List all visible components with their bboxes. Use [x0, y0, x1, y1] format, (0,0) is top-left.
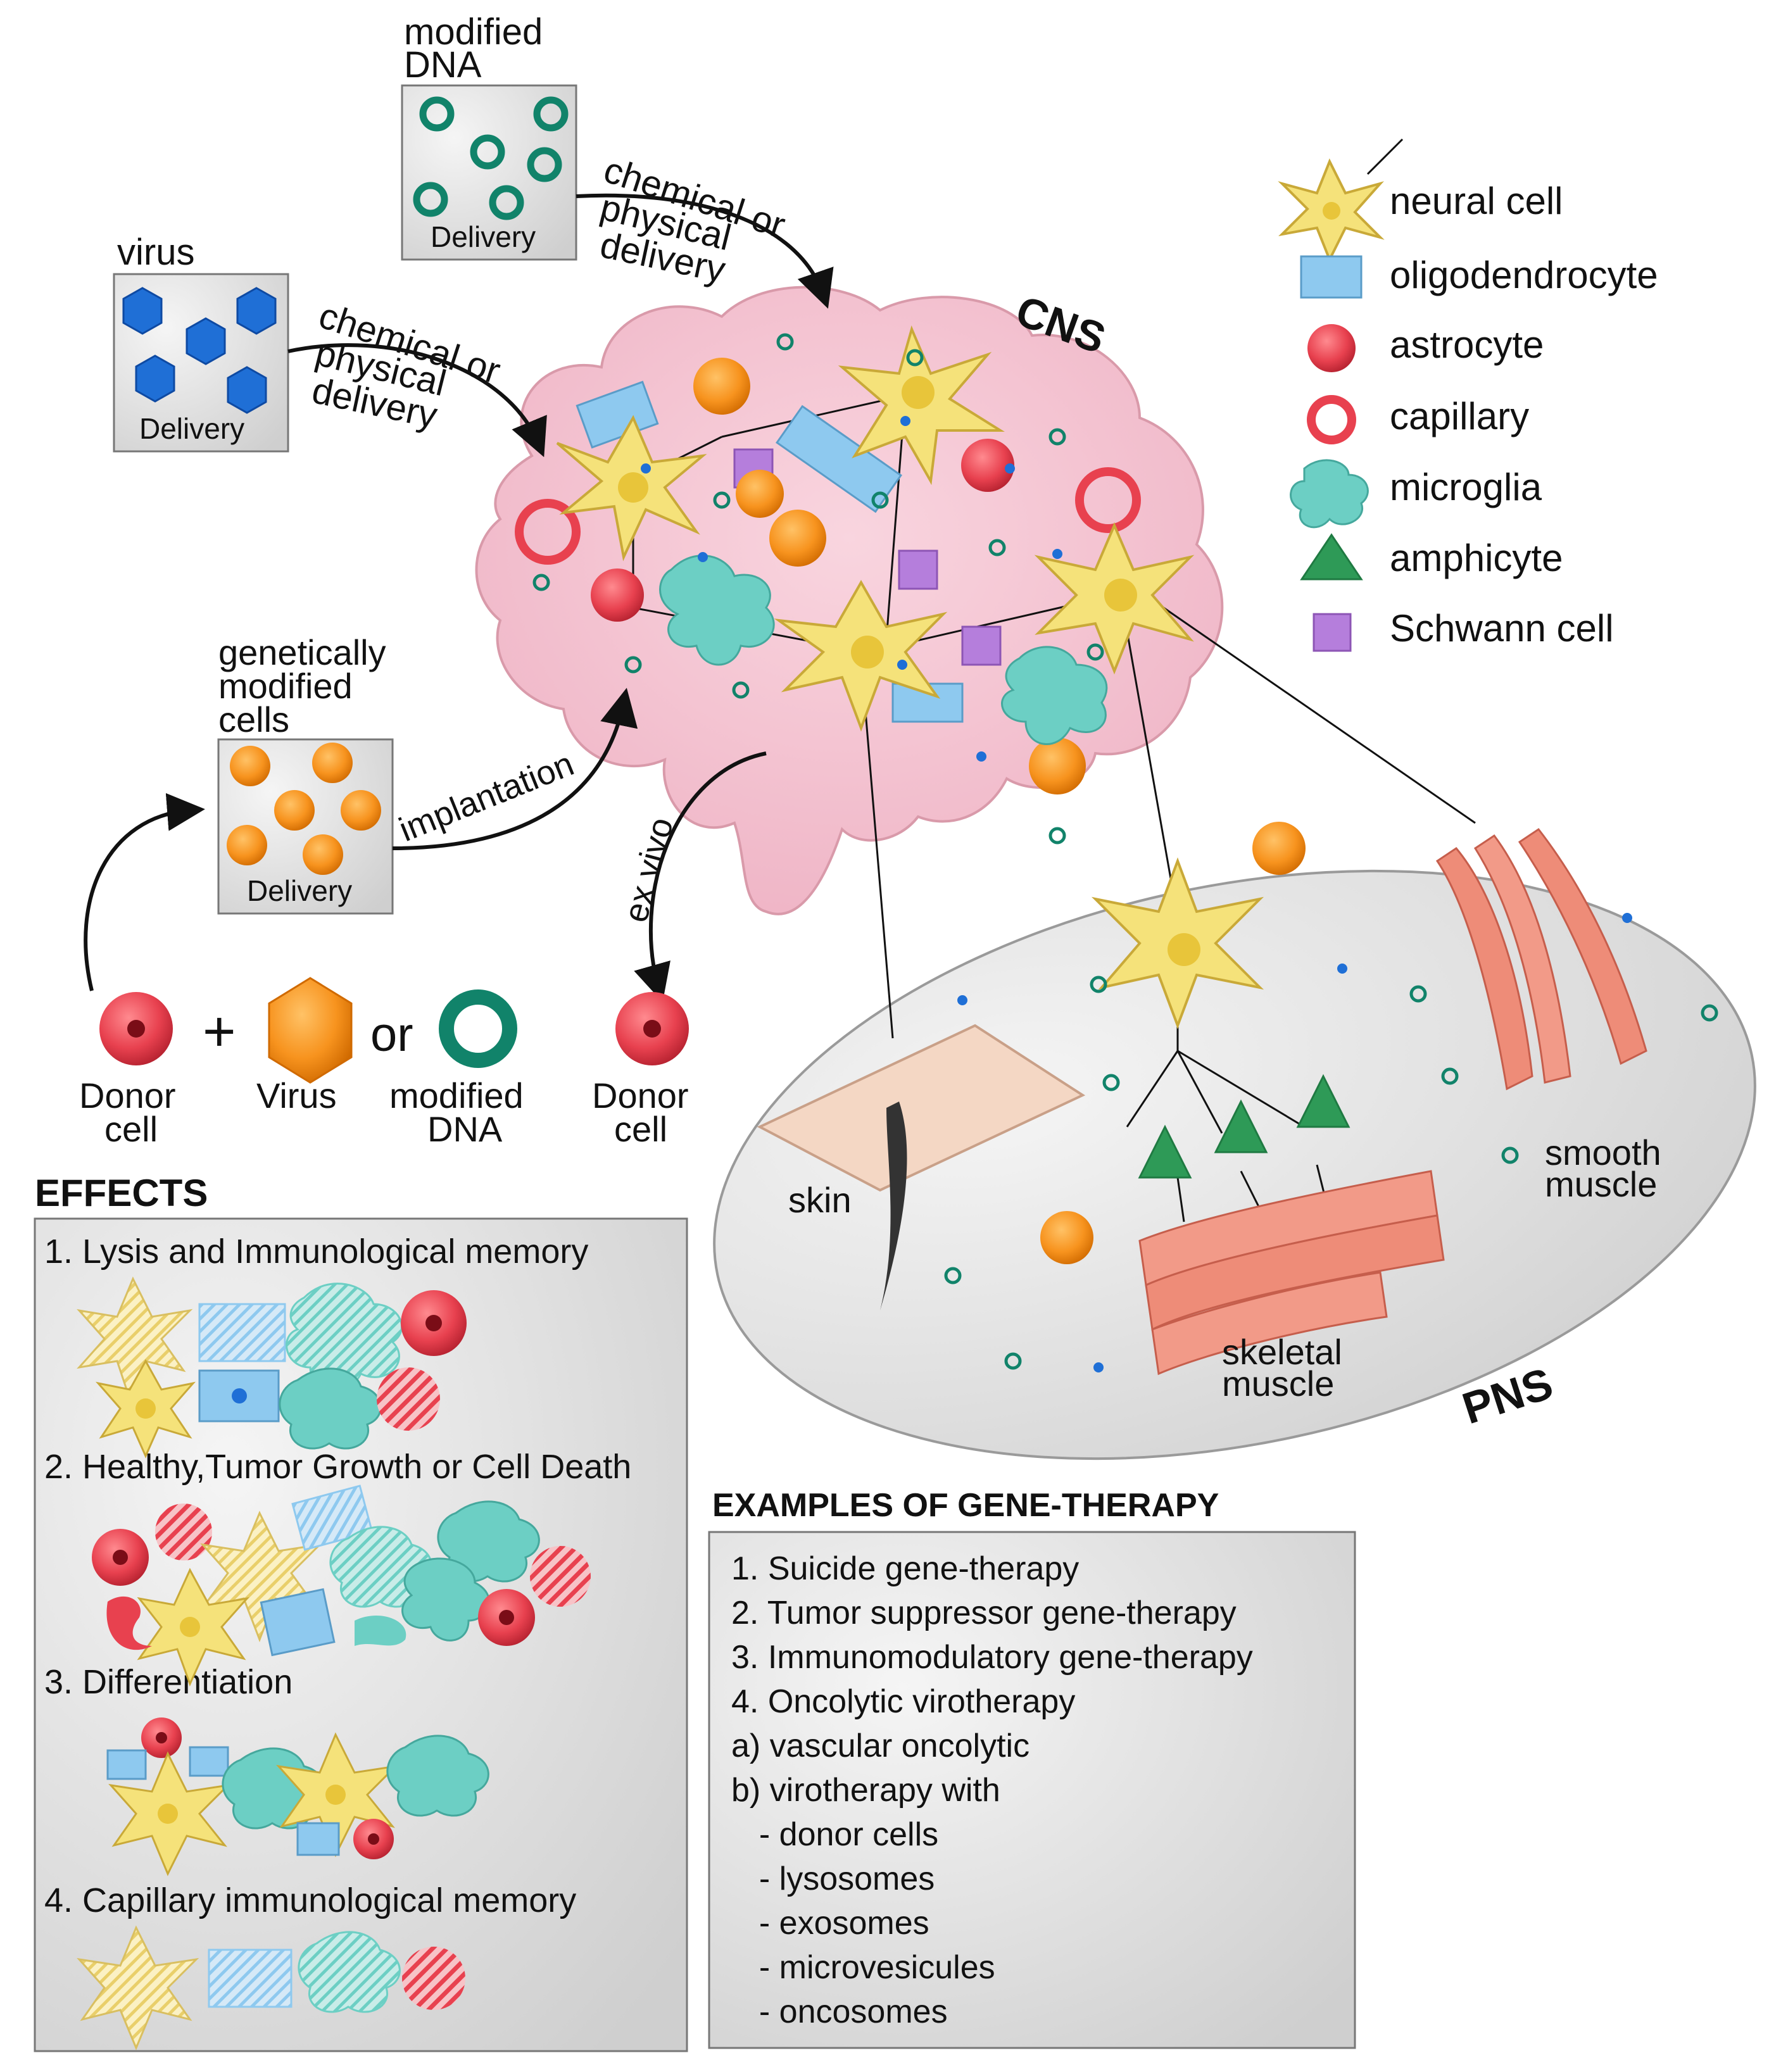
- example-item-6: b) virotherapy with: [731, 1772, 1000, 1809]
- legend: neural cell oligodendrocyte astrocyte ca…: [1278, 138, 1658, 652]
- equation-or: or: [370, 1008, 413, 1062]
- legend-microglia-label: microglia: [1390, 466, 1542, 508]
- effects-heading: EFFECTS: [35, 1172, 208, 1214]
- effect-item-3: 3. Differentiation: [44, 1663, 293, 1701]
- dna-delivery-box-label: Delivery: [431, 220, 536, 253]
- example-item-3: 3. Immunomodulatory gene-therapy: [731, 1639, 1253, 1676]
- virus-delivery-box-label: Delivery: [139, 412, 244, 445]
- delivery-arrows: [84, 193, 834, 1003]
- legend-oligodendrocyte-label: oligodendrocyte: [1390, 254, 1658, 296]
- example-item-8: - lysosomes: [741, 1861, 935, 1897]
- example-item-10: - microvesicules: [741, 1949, 995, 1986]
- ex-vivo-label: ex vivo: [617, 813, 681, 926]
- cells-delivery-box: genetically modified cells Delivery: [217, 632, 394, 915]
- legend-microglia-icon: [1290, 459, 1369, 529]
- example-item-7: - donor cells: [741, 1816, 938, 1853]
- examples-heading: EXAMPLES OF GENE-THERAPY: [712, 1487, 1219, 1524]
- pns-cells: skin skeletal muscle smooth muscle: [757, 822, 1718, 1403]
- legend-neural-cell-label: neural cell: [1390, 180, 1563, 222]
- example-item-2: 2. Tumor suppressor gene-therapy: [731, 1595, 1237, 1631]
- skeletal-muscle-graphic: [1138, 1170, 1445, 1376]
- legend-capillary-icon: [1307, 395, 1356, 444]
- legend-amphicyte-label: amphicyte: [1390, 537, 1563, 579]
- legend-astrocyte-icon: [1307, 324, 1356, 372]
- effect-1-illustration: [77, 1276, 467, 1459]
- smooth-muscle-label-2: muscle: [1545, 1164, 1657, 1204]
- examples-list: 1. Suicide gene-therapy 2. Tumor suppres…: [731, 1550, 1253, 2030]
- legend-schwann-cell-label: Schwann cell: [1390, 607, 1614, 650]
- virus-label: Virus: [256, 1076, 337, 1115]
- dna-delivery-title-1: modified: [404, 11, 543, 53]
- donor-cell-label-2: cell: [104, 1109, 158, 1149]
- legend-amphicyte-icon: [1300, 533, 1363, 581]
- equation-plus: +: [203, 1000, 236, 1064]
- skin-label: skin: [788, 1180, 852, 1220]
- smooth-muscle-graphic: [1435, 827, 1647, 1091]
- example-item-5: a) vascular oncolytic: [731, 1728, 1029, 1764]
- legend-oligodendrocyte-icon: [1300, 255, 1363, 299]
- example-item-9: - exosomes: [741, 1905, 929, 1942]
- example-item-1: 1. Suicide gene-therapy: [731, 1550, 1079, 1587]
- legend-schwann-cell-icon: [1313, 613, 1352, 652]
- effect-2-illustration: [92, 1485, 591, 1686]
- cns-cells: [515, 325, 1195, 844]
- examples-panel: [708, 1531, 1356, 2049]
- legend-astrocyte-label: astrocyte: [1390, 323, 1544, 366]
- effect-item-1: 1. Lysis and Immunological memory: [44, 1233, 588, 1271]
- dna-delivery-box: modified DNA Delivery: [401, 11, 577, 261]
- donor-cell2-label-1: Donor: [592, 1076, 689, 1115]
- effect-item-4: 4. Capillary immunological memory: [44, 1881, 576, 1919]
- donor-cell-label-1: Donor: [79, 1076, 176, 1115]
- cells-delivery-title-2: modified: [218, 666, 353, 706]
- smooth-muscle-label-1: smooth: [1545, 1133, 1661, 1172]
- example-item-4: 4. Oncolytic virotherapy: [731, 1683, 1075, 1720]
- modified-dna-label-2: DNA: [427, 1109, 503, 1149]
- legend-capillary-label: capillary: [1390, 395, 1529, 437]
- equation-row: + or Donor cell Virus modified DNA Donor…: [79, 977, 689, 1149]
- dna-delivery-title-2: DNA: [404, 44, 482, 85]
- effect-3-illustration: [106, 1717, 489, 1876]
- cells-delivery-title-1: genetically: [218, 632, 386, 672]
- effect-item-2: 2. Healthy,Tumor Growth or Cell Death: [44, 1448, 631, 1486]
- cells-delivery-box-label: Delivery: [247, 874, 352, 907]
- effect-4-illustration: [77, 1925, 465, 2050]
- donor-cell2-label-2: cell: [614, 1109, 667, 1149]
- skeletal-muscle-label-2: muscle: [1222, 1364, 1334, 1403]
- skeletal-muscle-label-1: skeletal: [1222, 1332, 1342, 1372]
- implantation-label: implantation: [394, 744, 579, 849]
- virus-delivery-box: virus Delivery: [113, 232, 289, 453]
- example-item-11: - oncosomes: [741, 1994, 948, 2030]
- cells-delivery-title-3: cells: [218, 700, 289, 739]
- modified-dna-label-1: modified: [389, 1076, 524, 1115]
- virus-delivery-title: virus: [117, 232, 194, 273]
